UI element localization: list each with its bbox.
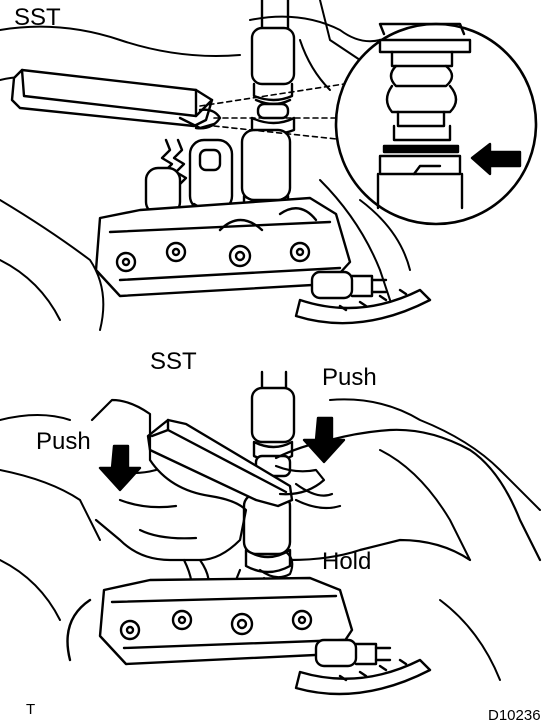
bottom-sst-tool	[146, 418, 294, 508]
bottom-panel	[0, 370, 542, 696]
top-detail-circle	[334, 22, 538, 226]
top-sst-tool	[10, 68, 222, 130]
bottom-manifold	[66, 576, 432, 696]
label-hold: Hold	[322, 548, 372, 575]
hands	[90, 398, 542, 602]
label-sst-bottom: SST	[150, 348, 197, 375]
top-detail-leader	[199, 83, 347, 141]
top-engine-background	[0, 0, 411, 331]
push-arrows	[98, 416, 346, 492]
label-corner-letter: T	[26, 701, 36, 718]
label-push-left: Push	[36, 428, 91, 455]
label-push-right: Push	[322, 364, 377, 391]
bottom-engine-background	[0, 398, 541, 681]
top-panel	[0, 0, 538, 331]
label-sst-top: SST	[14, 4, 61, 31]
figure-code: D10236	[488, 707, 541, 724]
top-manifold	[94, 196, 432, 325]
